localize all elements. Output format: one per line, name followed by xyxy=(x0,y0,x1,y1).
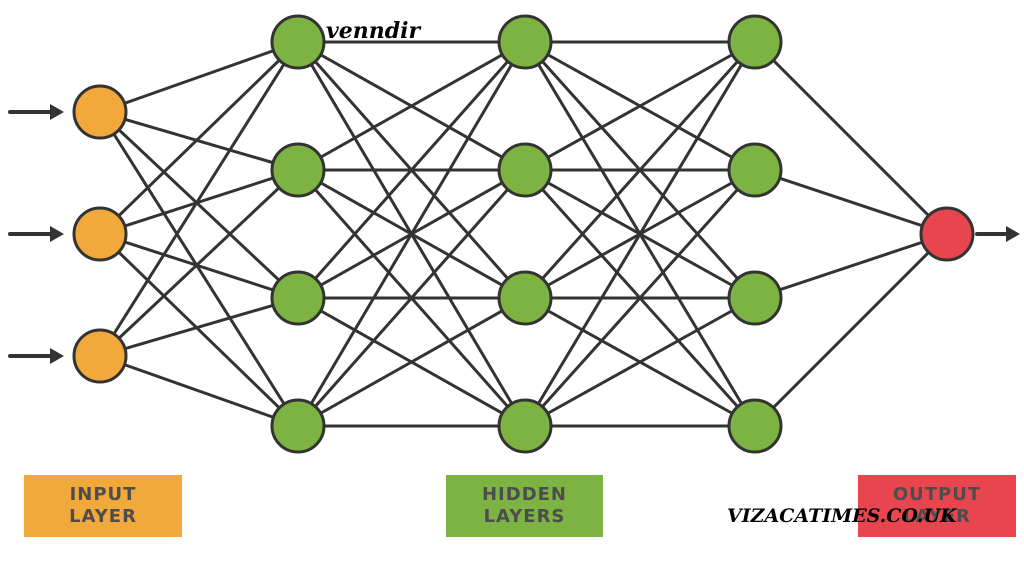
connection-l3-n0-to-n0 xyxy=(753,40,949,236)
connection-l2-n3-to-n2 xyxy=(523,296,757,428)
connection-l0-n0-to-n2 xyxy=(98,110,300,300)
connection-l0-n1-to-n3 xyxy=(98,232,300,428)
connection-l2-n1-to-n0 xyxy=(523,40,757,172)
output-arrow-head xyxy=(1006,226,1020,242)
connection-l3-n2-to-n0 xyxy=(753,232,949,300)
connection-l3-n3-to-n0 xyxy=(753,232,949,428)
hidden-neuron-layer1-2 xyxy=(270,270,326,326)
hidden-neuron-layer1-3 xyxy=(270,398,326,454)
legend-output-label: OUTPUT LAYER xyxy=(892,484,982,527)
connection-l0-n0-to-n0 xyxy=(98,40,300,114)
connection-l0-n0-to-n1 xyxy=(98,110,300,172)
neurons xyxy=(72,14,975,454)
connection-l1-n2-to-n0 xyxy=(296,40,527,300)
connection-l1-n3-to-n0 xyxy=(296,40,527,428)
connection-l0-n2-to-n0 xyxy=(98,40,300,358)
connection-l0-n1-to-n0 xyxy=(98,40,300,236)
connection-l0-n2-to-n2 xyxy=(98,296,300,358)
legend-hidden-label: HIDDEN LAYERS xyxy=(481,484,567,527)
legend-hidden-layers: HIDDEN LAYERS xyxy=(446,475,603,537)
hidden-neuron-layer3-3 xyxy=(727,398,783,454)
input-neuron-layer0-1 xyxy=(72,206,128,262)
watermark-venndir: venndir xyxy=(326,18,421,44)
legend-input-layer: INPUT LAYER xyxy=(24,475,182,537)
hidden-neuron-layer1-0 xyxy=(270,14,326,70)
connection-l2-n3-to-n0 xyxy=(523,40,757,428)
connection-l2-n3-to-n1 xyxy=(523,168,757,428)
connection-l0-n2-to-n3 xyxy=(98,354,300,428)
hidden-neuron-layer1-1 xyxy=(270,142,326,198)
connection-l0-n0-to-n3 xyxy=(98,110,300,428)
connection-l1-n1-to-n0 xyxy=(296,40,527,172)
hidden-neuron-layer2-1 xyxy=(497,142,553,198)
connection-l3-n1-to-n0 xyxy=(753,168,949,236)
connection-l2-n2-to-n0 xyxy=(523,40,757,300)
hidden-neuron-layer2-0 xyxy=(497,14,553,70)
legend-input-label: INPUT LAYER xyxy=(69,484,137,527)
input-arrow-1-head xyxy=(50,226,64,242)
hidden-neuron-layer3-1 xyxy=(727,142,783,198)
input-arrow-0-head xyxy=(50,104,64,120)
input-neuron-layer0-0 xyxy=(72,84,128,140)
hidden-neuron-layer2-2 xyxy=(497,270,553,326)
connection-l0-n2-to-n1 xyxy=(98,168,300,358)
legend-output-layer: OUTPUT LAYER xyxy=(858,475,1016,537)
hidden-neuron-layer3-0 xyxy=(727,14,783,70)
hidden-neuron-layer3-2 xyxy=(727,270,783,326)
input-arrow-2-head xyxy=(50,348,64,364)
hidden-neuron-layer2-3 xyxy=(497,398,553,454)
input-neuron-layer0-2 xyxy=(72,328,128,384)
connection-l1-n3-to-n1 xyxy=(296,168,527,428)
connection-l0-n1-to-n1 xyxy=(98,168,300,236)
connections xyxy=(98,40,949,428)
connection-l0-n1-to-n2 xyxy=(98,232,300,300)
output-neuron-layer4-0 xyxy=(919,206,975,262)
io-arrows xyxy=(8,104,1020,364)
watermark-site: VIZACATIMES.CO.UK xyxy=(727,505,957,527)
connection-l1-n3-to-n2 xyxy=(296,296,527,428)
